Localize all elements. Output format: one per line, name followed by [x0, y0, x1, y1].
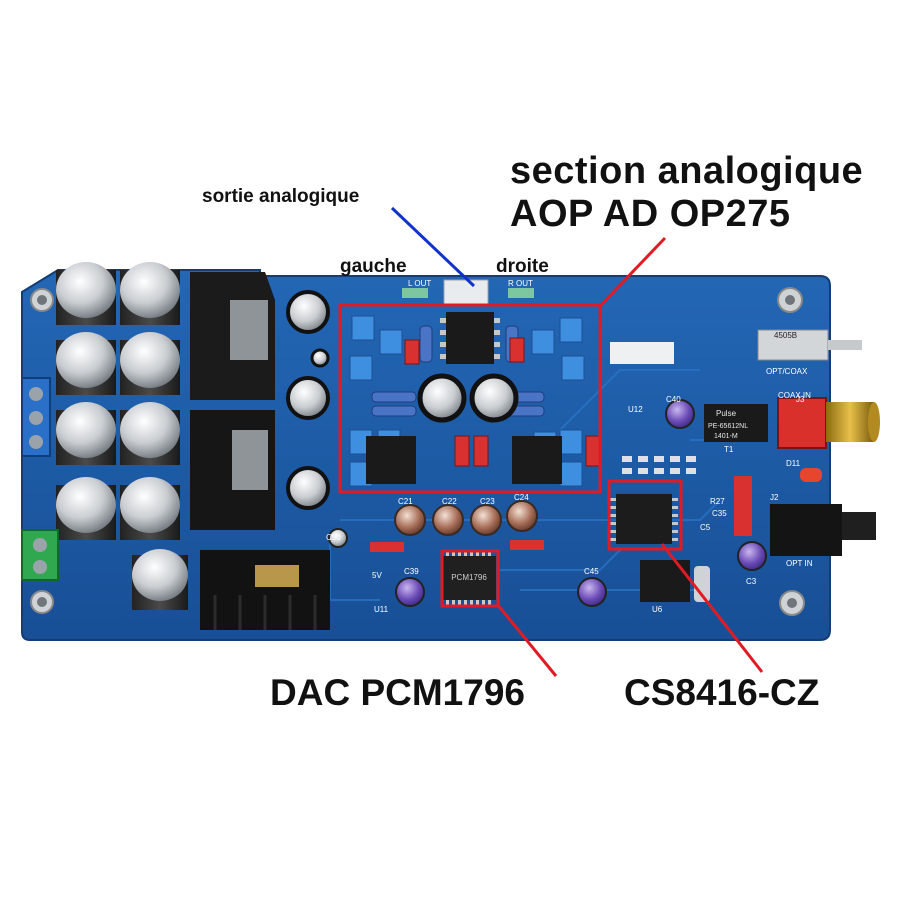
- silk-c3: C3: [746, 577, 757, 586]
- power-supply-capacitors: [21, 262, 188, 610]
- silk-t1: T1: [724, 445, 734, 454]
- mounting-holes: [30, 287, 805, 616]
- silk-c45: C45: [584, 567, 599, 576]
- silk-c5: C5: [700, 523, 711, 532]
- dac-label: DAC PCM1796: [270, 672, 525, 713]
- silk-c21: C21: [398, 497, 413, 506]
- silk-c40: C40: [666, 395, 681, 404]
- analog-section-title: section analogique: [510, 150, 864, 192]
- right-channel-label: droite: [496, 256, 549, 277]
- analog-output-pointer: [390, 206, 476, 288]
- dac-highlight: [440, 549, 500, 608]
- silk-u12: U12: [628, 405, 643, 414]
- silk-opt-coax: OPT/COAX: [766, 367, 808, 376]
- silk-j2: J2: [770, 493, 779, 502]
- receiver-pointer: [660, 543, 764, 673]
- heatsinks: [190, 272, 330, 630]
- silk-c24: C24: [514, 493, 529, 502]
- dac-chip: PCM1796: [442, 550, 496, 606]
- receiver-highlight: [607, 479, 683, 551]
- dac-chip-marking: PCM1796: [451, 573, 487, 582]
- input-section: Pulse PE-65612NL 1401-M 4505B: [610, 329, 880, 602]
- silk-u6: U6: [652, 605, 663, 614]
- silk-c22: C22: [442, 497, 457, 506]
- silk-5v: 5V: [372, 571, 382, 580]
- transformer-brand: Pulse: [716, 409, 737, 418]
- silk-j3: J3: [796, 395, 805, 404]
- silk-c35: C35: [712, 509, 727, 518]
- receiver-label: CS8416-CZ: [624, 672, 820, 713]
- silk-r27: R27: [710, 497, 725, 506]
- analog-section-pointer: [598, 236, 667, 308]
- silk-r-out: R OUT: [508, 279, 533, 288]
- transformer-part: PE-65612NL: [708, 423, 748, 430]
- analog-section-highlight: [338, 303, 602, 494]
- left-channel-label: gauche: [340, 256, 407, 277]
- analog-section-subtitle: AOP AD OP275: [510, 193, 791, 235]
- analog-section-components: [349, 279, 601, 487]
- silk-c50: C50: [326, 533, 341, 542]
- silk-c39: C39: [404, 567, 419, 576]
- silk-u11: U11: [374, 605, 389, 614]
- silkscreen-labels: L OUT R OUT 5V U11 U12 U6 J2 J3 T1 C40 C…: [326, 279, 813, 614]
- silk-d11: D11: [786, 459, 801, 468]
- silk-c23: C23: [480, 497, 495, 506]
- filter-capacitors: [286, 290, 330, 510]
- silk-coax-in: COAX IN: [778, 391, 811, 400]
- analog-output-label: sortie analogique: [202, 186, 360, 207]
- switch-model: 4505B: [774, 331, 797, 340]
- dac-pointer: [495, 603, 558, 677]
- annotation-overlays: [338, 206, 764, 677]
- dac-area-capacitors: [328, 399, 767, 607]
- receiver-chip: [610, 494, 678, 544]
- silk-l-out: L OUT: [408, 279, 431, 288]
- silk-opt-in: OPT IN: [786, 559, 813, 568]
- transformer-code: 1401-M: [714, 433, 738, 440]
